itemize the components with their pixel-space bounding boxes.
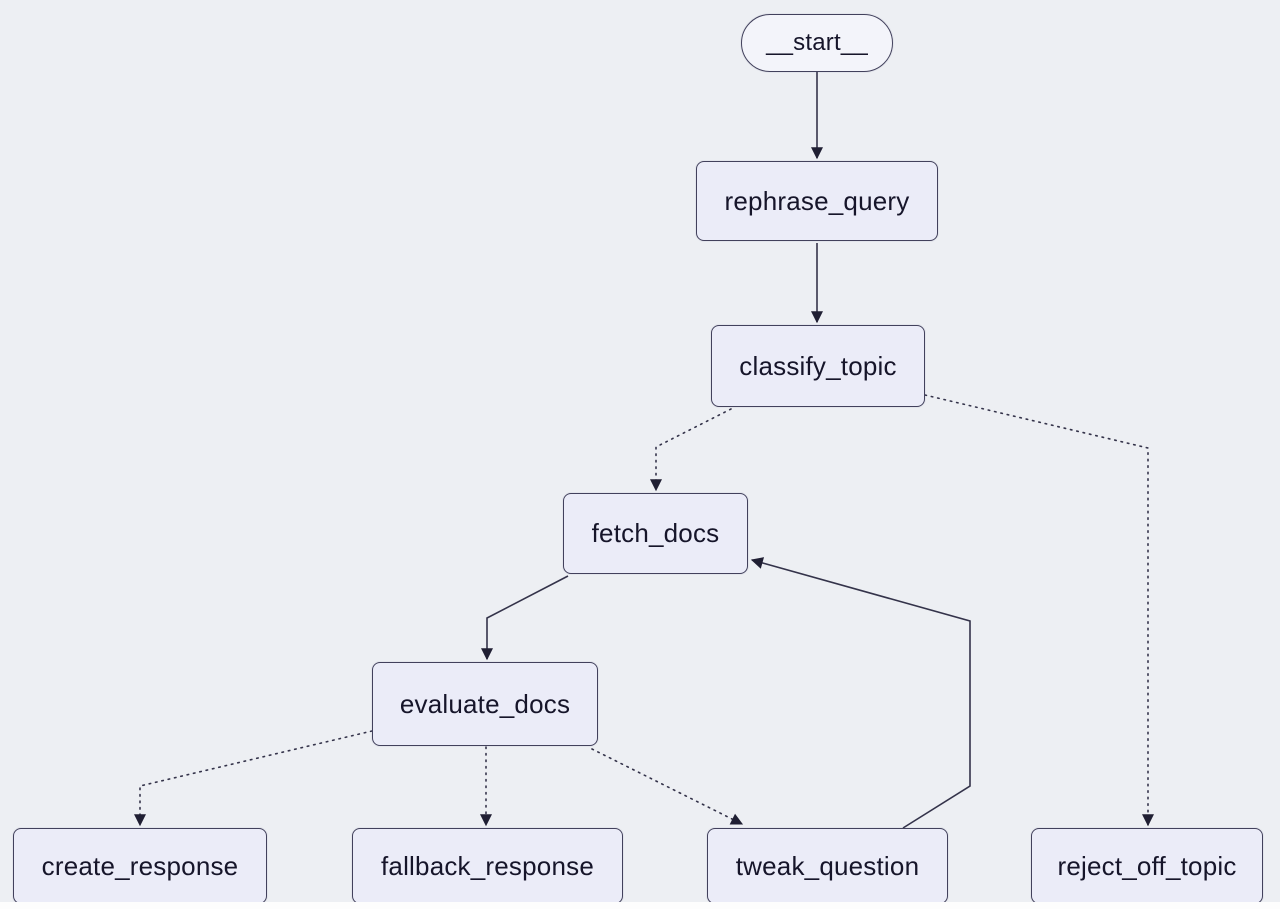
node-rephrase-query[interactable]: rephrase_query — [696, 161, 938, 241]
edge-evaluate-docs-to-tweak-question — [591, 748, 744, 825]
node-start[interactable]: __start__ — [741, 14, 893, 72]
node-tweak-question[interactable]: tweak_question — [707, 828, 948, 904]
edge-tweak-question-to-fetch-docs — [750, 557, 971, 829]
node-fallback-response-label: fallback_response — [381, 850, 594, 881]
edge-classify-topic-to-reject-off-topic — [924, 394, 1154, 827]
node-fetch-docs[interactable]: fetch_docs — [563, 493, 748, 574]
node-create-response[interactable]: create_response — [13, 828, 267, 904]
node-rephrase-query-label: rephrase_query — [724, 185, 910, 216]
edge-classify-topic-to-fetch-docs — [650, 408, 732, 492]
edge-evaluate-docs-to-create-response — [134, 730, 373, 827]
node-tweak-question-label: tweak_question — [735, 850, 920, 881]
node-reject-off-topic[interactable]: reject_off_topic — [1031, 828, 1263, 904]
node-reject-off-topic-label: reject_off_topic — [1057, 850, 1237, 881]
node-evaluate-docs[interactable]: evaluate_docs — [372, 662, 598, 746]
node-start-label: __start__ — [766, 29, 868, 56]
node-fallback-response[interactable]: fallback_response — [352, 828, 623, 904]
node-classify-topic[interactable]: classify_topic — [711, 325, 925, 407]
edge-fetch-docs-to-evaluate-docs — [481, 575, 569, 661]
node-classify-topic-label: classify_topic — [739, 350, 897, 381]
bottom-whitespace — [0, 902, 1280, 909]
node-create-response-label: create_response — [41, 850, 239, 881]
node-fetch-docs-label: fetch_docs — [591, 518, 720, 548]
node-evaluate-docs-label: evaluate_docs — [399, 688, 571, 719]
